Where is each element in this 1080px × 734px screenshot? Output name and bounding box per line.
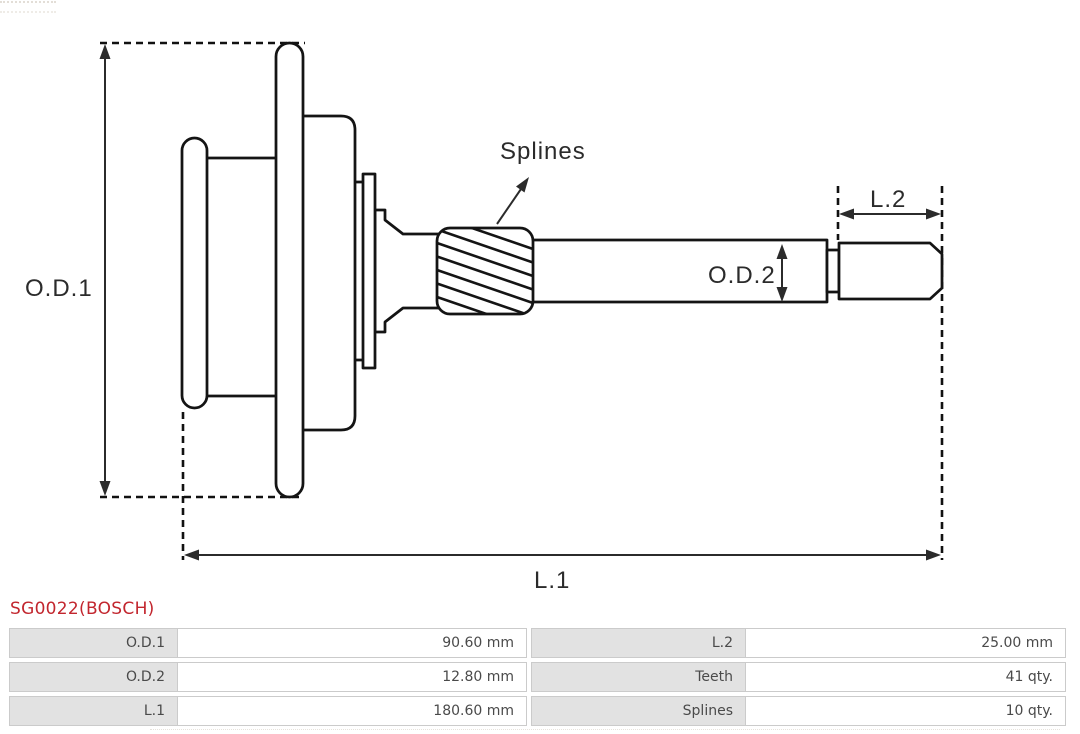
- front-disc: [180, 136, 209, 410]
- l1-arrow-right: [926, 549, 941, 561]
- spec-table-row: L.1 180.60 mm Splines 10 qty.: [9, 696, 1066, 726]
- spec-label-cell: O.D.2: [9, 662, 178, 692]
- spec-value-cell: 180.60 mm: [178, 696, 527, 726]
- spline-hatching: [437, 228, 533, 314]
- l2-arrow-left: [839, 208, 854, 220]
- l1-label: L.1: [534, 567, 570, 594]
- spec-value-cell: 25.00 mm: [746, 628, 1066, 658]
- technical-drawing: O.D.1 Splines O.D.2 L.2 L.1: [25, 41, 944, 594]
- od1-arrow-down: [99, 481, 111, 496]
- shaft-neck-groove: [825, 248, 841, 294]
- od1-label: O.D.1: [25, 275, 93, 302]
- spec-label-cell: Splines: [531, 696, 746, 726]
- watermark-remnant: [0, 1, 56, 13]
- spec-value-cell: 10 qty.: [746, 696, 1066, 726]
- ring-gear-disc: [274, 41, 305, 499]
- l2-arrow-right: [926, 208, 941, 220]
- splines-pointer-arrowhead: [516, 177, 529, 193]
- stepped-shaft-section: [373, 208, 442, 334]
- od2-arrow-up: [776, 244, 788, 259]
- part-outline: [180, 41, 944, 499]
- od2-arrow-down: [776, 287, 788, 302]
- spec-table: O.D.1 90.60 mm L.2 25.00 mm O.D.2 12.80 …: [9, 628, 1066, 730]
- spec-label-cell: L.1: [9, 696, 178, 726]
- spec-label-cell: O.D.1: [9, 628, 178, 658]
- od2-label: O.D.2: [708, 262, 776, 289]
- spec-value-cell: 90.60 mm: [178, 628, 527, 658]
- od1-arrow-up: [99, 44, 111, 59]
- drum-surface-lines: [207, 156, 282, 398]
- splines-pointer-line: [496, 188, 522, 225]
- spec-table-row: O.D.1 90.60 mm L.2 25.00 mm: [9, 628, 1066, 658]
- shaft-end-chamfered: [837, 241, 944, 301]
- hub-body: [298, 114, 357, 432]
- mounting-plate: [361, 172, 377, 370]
- dimension-labels: O.D.1 Splines O.D.2 L.2 L.1: [25, 138, 906, 594]
- l1-arrow-left: [184, 549, 199, 561]
- splines-label: Splines: [500, 138, 586, 165]
- spec-value-cell: 41 qty.: [746, 662, 1066, 692]
- spec-label-cell: L.2: [531, 628, 746, 658]
- spec-label-cell: Teeth: [531, 662, 746, 692]
- spec-table-row: O.D.2 12.80 mm Teeth 41 qty.: [9, 662, 1066, 692]
- l2-label: L.2: [870, 186, 906, 213]
- spec-value-cell: 12.80 mm: [178, 662, 527, 692]
- drive-shaft: [528, 238, 829, 304]
- dimension-lines: [99, 44, 941, 561]
- extension-lines: [100, 41, 944, 560]
- part-number: SG0022(BOSCH): [10, 599, 155, 619]
- watermark-bottom-remnant: [150, 729, 1060, 730]
